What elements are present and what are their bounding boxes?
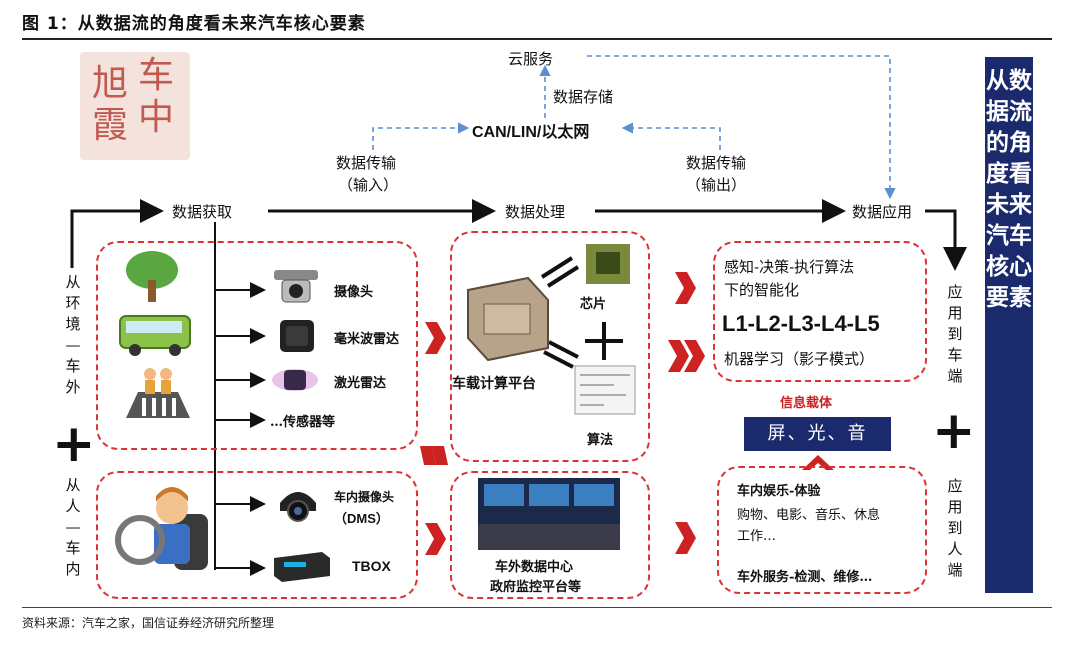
source-note: 资料来源：汽车之家，国信证券经济研究所整理 xyxy=(22,616,275,630)
storage-label: 数据存储 xyxy=(553,88,614,106)
datacenter-line1: 车外数据中心 xyxy=(495,560,574,575)
services-label: 车外服务-检测、维修… xyxy=(737,570,873,585)
transfer-in-sub: （输入） xyxy=(338,176,399,194)
bottom-rule xyxy=(22,607,1052,608)
figure-title: 图 1：从数据流的角度看未来汽车核心要素 xyxy=(22,14,366,34)
driver-icon xyxy=(112,478,212,574)
seal-logo: 旭 霞 车 中 xyxy=(80,52,190,160)
datacenter-line2: 政府监控平台等 xyxy=(490,580,582,595)
process-label: 数据处理 xyxy=(505,203,566,221)
experience-box xyxy=(717,466,927,594)
cloud-service-label: 云服务 xyxy=(508,50,554,68)
info-carrier-label: 信息载体 xyxy=(780,396,833,411)
human-box xyxy=(96,471,418,599)
other-sensors-label: …传感器等 xyxy=(270,415,336,430)
radar-icon xyxy=(278,318,316,354)
dash-arrow-out xyxy=(621,122,721,150)
dms-label: （DMS） xyxy=(334,511,389,526)
transfer-in-label: 数据传输 xyxy=(336,154,397,172)
tbox-icon xyxy=(270,548,334,584)
ecu-icon xyxy=(458,270,552,364)
top-rule xyxy=(22,38,1052,40)
cabin-items-label: 购物、电影、音乐、休息 xyxy=(737,508,881,523)
algorithm-diagram-icon xyxy=(574,365,636,415)
seal-char: 旭 xyxy=(92,63,129,104)
chip-icon xyxy=(584,242,632,286)
plus-right: + xyxy=(932,401,976,461)
apply-label: 数据应用 xyxy=(852,203,913,221)
crosswalk-icon xyxy=(120,362,196,422)
transfer-out-label: 数据传输 xyxy=(686,154,747,172)
chip-label: 芯片 xyxy=(580,297,607,312)
intelligence-box xyxy=(713,241,927,382)
cabin-work-label: 工作… xyxy=(737,529,777,544)
network-label: CAN/LIN/以太网 xyxy=(472,124,590,141)
algorithm-label: 算法 xyxy=(587,433,614,448)
radar-label: 毫米波雷达 xyxy=(334,332,400,347)
screen-light-sound-box: 屏、光、音 xyxy=(744,417,891,451)
dms-camera-icon xyxy=(276,485,320,525)
human-label: 从人—车内 xyxy=(65,476,81,578)
ml-label: 机器学习（影子模式） xyxy=(724,350,875,368)
seal-char: 中 xyxy=(138,97,175,138)
to-vehicle-label: 应用到车端 xyxy=(947,283,963,385)
lidar-label: 激光雷达 xyxy=(334,376,387,391)
control-room-image xyxy=(478,478,620,550)
algo-line2: 下的智能化 xyxy=(724,281,800,299)
tbox-label: TBOX xyxy=(352,558,391,574)
algo-line1: 感知-决策-执行算法 xyxy=(724,258,855,276)
arrow-to-right xyxy=(925,209,967,271)
dash-arrow-in xyxy=(372,122,470,150)
datacenter-box xyxy=(450,471,650,599)
levels-label: L1-L2-L3-L4-L5 xyxy=(722,311,880,336)
cabin-exp-label: 车内娱乐-体验 xyxy=(737,484,821,499)
cabin-camera-label: 车内摄像头 xyxy=(334,490,395,504)
bus-icon xyxy=(118,312,192,358)
tree-icon xyxy=(122,248,182,306)
camera-label: 摄像头 xyxy=(334,285,374,300)
plus-left: + xyxy=(52,414,96,474)
arrow-start xyxy=(70,199,164,268)
env-box xyxy=(96,241,418,450)
platform-label: 车载计算平台 xyxy=(452,376,536,392)
seal-char: 霞 xyxy=(92,105,129,146)
acquire-label: 数据获取 xyxy=(172,203,233,221)
camera-icon xyxy=(272,268,320,304)
seal-char: 车 xyxy=(138,55,175,96)
lidar-icon xyxy=(270,366,320,394)
transfer-out-sub: （输出） xyxy=(686,176,747,194)
env-label: 从环境—车外 xyxy=(65,273,81,396)
to-human-label: 应用到人端 xyxy=(947,477,963,579)
computing-box xyxy=(450,231,650,462)
dash-arrow-cloud-app xyxy=(587,55,896,200)
sidebar-title: 从数据流的角度看未来汽车核心要素 xyxy=(985,57,1033,593)
